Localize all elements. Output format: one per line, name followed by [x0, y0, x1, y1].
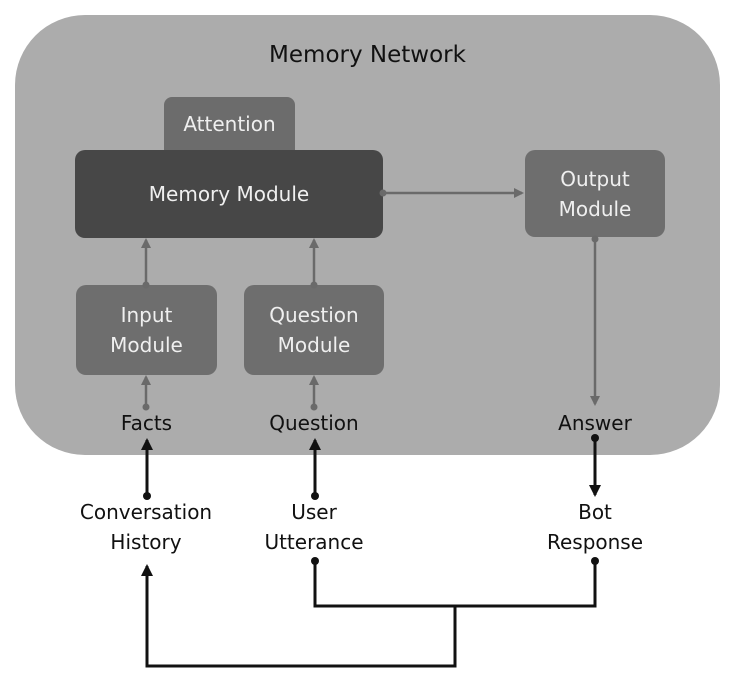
conversation-history-line2: History — [110, 530, 182, 554]
conversation-history-line1: Conversation — [79, 500, 213, 524]
attention-label: Attention — [183, 111, 276, 136]
memory-module-label: Memory Module — [148, 182, 310, 206]
input-module-label-line2: Module — [110, 333, 183, 357]
question-to-question-module-dot — [310, 403, 318, 411]
attention-block: Attention — [164, 97, 295, 150]
utterance-loop-dot — [311, 557, 319, 565]
question-label: Question — [269, 411, 359, 435]
output-to-answer-dot — [591, 235, 599, 243]
answer-source-dot — [591, 434, 599, 442]
question-module-label-line1: Question — [269, 303, 359, 327]
history-source-dot — [143, 492, 151, 500]
question-to-memory-dot — [310, 281, 318, 289]
memory-module-block: Memory Module — [75, 150, 383, 238]
input-to-memory-dot — [142, 281, 150, 289]
memory-to-output-dot — [379, 189, 387, 197]
user-utterance-label: User Utterance — [234, 497, 394, 557]
feedback-loop-line — [313, 561, 597, 608]
facts-label: Facts — [120, 411, 173, 435]
input-module-block: Input Module — [76, 285, 217, 375]
bot-response-label: Bot Response — [515, 497, 675, 557]
bot-response-loop-dot — [591, 557, 599, 565]
facts-to-input-dot — [142, 403, 150, 411]
answer-label: Answer — [558, 411, 632, 435]
user-utterance-line1: User — [291, 500, 337, 524]
output-module-block: Output Module — [525, 150, 665, 237]
output-module-label-line1: Output — [560, 166, 630, 191]
utterance-source-dot — [311, 492, 319, 500]
bot-response-line1: Bot — [578, 500, 612, 524]
question-module-block: Question Module — [244, 285, 384, 375]
input-module-label-line1: Input — [120, 303, 173, 327]
output-module-label-line2: Module — [558, 196, 632, 221]
feedback-to-history-arrow — [141, 564, 457, 668]
user-utterance-line2: Utterance — [264, 530, 364, 554]
conversation-history-label: Conversation History — [66, 497, 226, 557]
diagram-title: Memory Network — [269, 42, 466, 68]
question-module-label-line2: Module — [277, 333, 351, 357]
bot-response-line2: Response — [546, 530, 644, 554]
